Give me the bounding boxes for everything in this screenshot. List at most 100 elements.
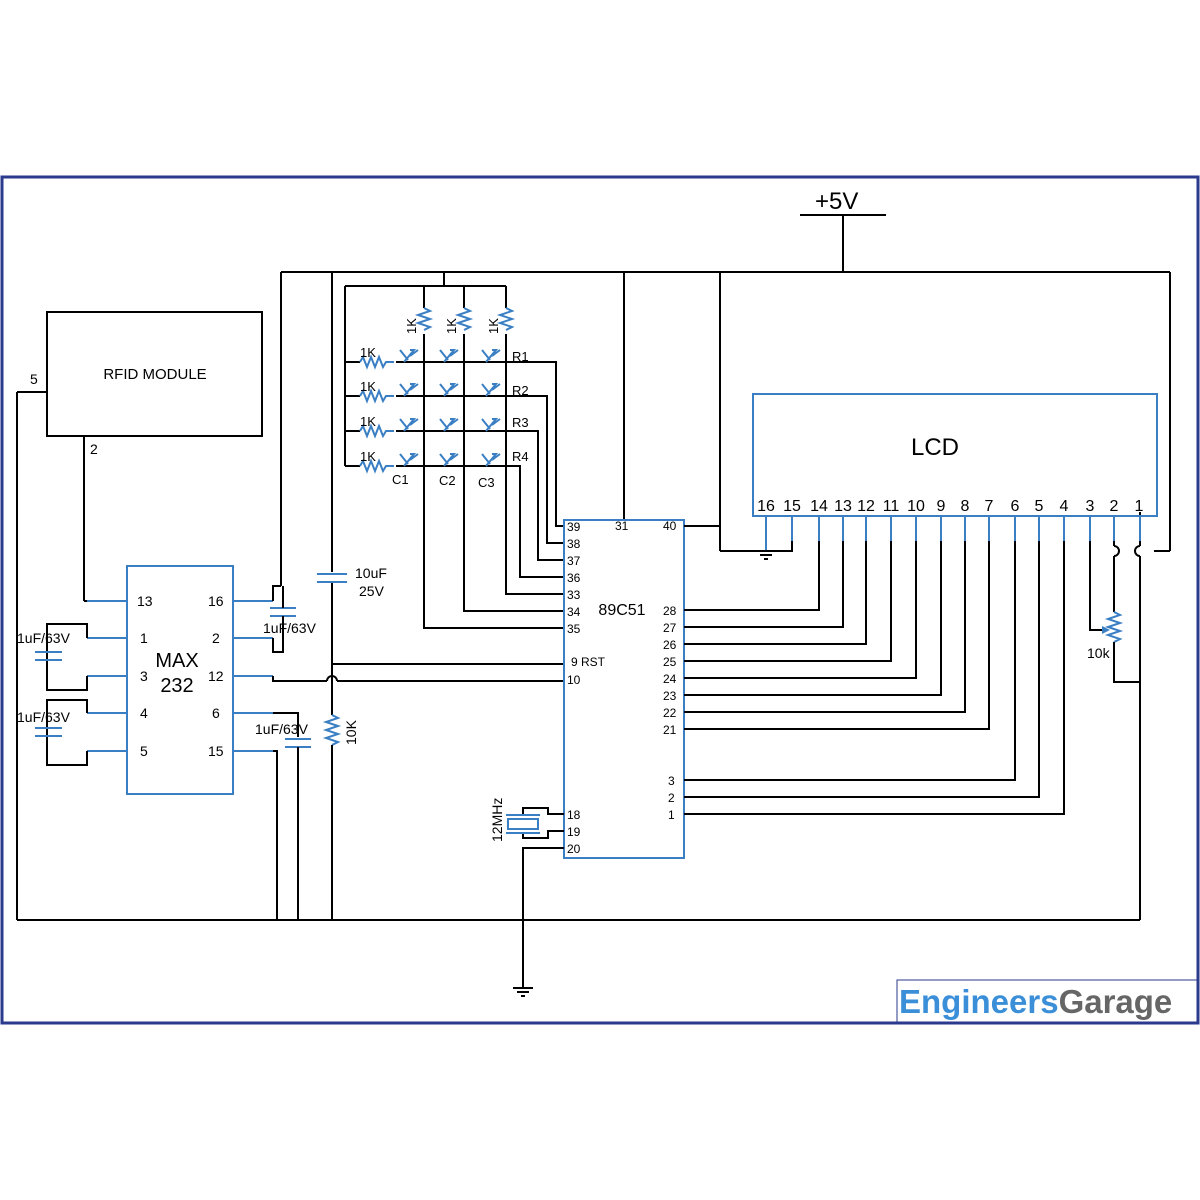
svg-text:12: 12 xyxy=(208,668,224,684)
row-label: R1 xyxy=(512,349,529,364)
svg-text:4: 4 xyxy=(140,705,148,721)
col-label: C3 xyxy=(478,475,495,490)
keypad-row-resistors: 1K 1K 1K 1K xyxy=(359,345,394,474)
svg-text:2: 2 xyxy=(90,441,98,457)
svg-text:27: 27 xyxy=(663,621,677,635)
svg-text:5: 5 xyxy=(1035,498,1044,515)
svg-text:MAX: MAX xyxy=(155,650,198,672)
contrast-pot: 10k xyxy=(1087,541,1140,683)
vcc-rail xyxy=(280,271,1171,715)
svg-text:1K: 1K xyxy=(444,318,459,334)
svg-text:15: 15 xyxy=(208,743,224,759)
svg-text:3: 3 xyxy=(668,774,675,788)
svg-text:10K: 10K xyxy=(343,719,359,745)
svg-text:28: 28 xyxy=(663,604,677,618)
svg-text:10: 10 xyxy=(907,498,925,515)
svg-text:1K: 1K xyxy=(360,414,376,429)
svg-text:EngineersGarage: EngineersGarage xyxy=(899,983,1172,1020)
svg-text:34: 34 xyxy=(567,605,581,619)
svg-text:2: 2 xyxy=(212,630,220,646)
col-label: C1 xyxy=(392,472,409,487)
svg-text:37: 37 xyxy=(567,554,581,568)
svg-text:19: 19 xyxy=(567,825,581,839)
svg-text:8: 8 xyxy=(961,498,970,515)
mcu-89c51: 89C51 39 38 37 36 33 34 35 9 RST 10 18 1… xyxy=(563,519,720,859)
svg-text:10: 10 xyxy=(567,673,581,687)
svg-text:12MHz: 12MHz xyxy=(489,798,505,842)
svg-text:13: 13 xyxy=(834,498,852,515)
brand-part2: Garage xyxy=(1059,983,1173,1020)
svg-text:4: 4 xyxy=(1060,498,1069,515)
svg-text:26: 26 xyxy=(663,638,677,652)
supply-5v: +5V xyxy=(800,188,886,272)
keypad-pullups: 1K 1K 1K xyxy=(344,285,516,467)
svg-text:38: 38 xyxy=(567,537,581,551)
svg-text:40: 40 xyxy=(663,519,677,533)
lcd-label: LCD xyxy=(911,434,959,461)
supply-label: +5V xyxy=(815,188,858,215)
svg-text:14: 14 xyxy=(810,498,828,515)
svg-text:3: 3 xyxy=(1086,498,1095,515)
svg-text:9 RST: 9 RST xyxy=(571,655,606,669)
max232-right-wiring: 1uF/63V 1uF/63V xyxy=(255,585,564,920)
max232-chip: MAX 232 13 1 3 4 5 16 2 12 6 15 xyxy=(87,565,273,795)
svg-text:20: 20 xyxy=(567,842,581,856)
svg-text:23: 23 xyxy=(663,689,677,703)
svg-text:33: 33 xyxy=(567,588,581,602)
svg-text:10k: 10k xyxy=(1087,645,1111,661)
svg-text:1uF/63V: 1uF/63V xyxy=(255,721,309,737)
svg-text:1uF/63V: 1uF/63V xyxy=(17,630,71,646)
svg-text:5: 5 xyxy=(30,371,38,387)
svg-text:15: 15 xyxy=(783,498,801,515)
svg-text:25V: 25V xyxy=(359,583,385,599)
svg-text:13: 13 xyxy=(137,593,153,609)
svg-text:31: 31 xyxy=(615,519,629,533)
brand-logo: EngineersGarage xyxy=(896,979,1198,1023)
reset-network: 10uF 25V 10K xyxy=(317,565,564,920)
row-label: R2 xyxy=(512,383,529,398)
svg-text:6: 6 xyxy=(1011,498,1020,515)
svg-text:1K: 1K xyxy=(360,449,376,464)
svg-text:1uF/63V: 1uF/63V xyxy=(17,709,71,725)
rfid-label: RFID MODULE xyxy=(103,366,206,383)
svg-text:16: 16 xyxy=(757,498,775,515)
keypad-matrix: R1 R2 R3 R4 C1 C2 C3 xyxy=(392,348,529,490)
svg-text:1K: 1K xyxy=(360,345,376,360)
keypad-mcu-wiring xyxy=(423,361,564,629)
col-label: C2 xyxy=(439,473,456,488)
svg-text:2: 2 xyxy=(1110,498,1119,515)
svg-text:6: 6 xyxy=(212,705,220,721)
svg-text:1K: 1K xyxy=(360,379,376,394)
frame xyxy=(0,175,1200,1025)
svg-text:5: 5 xyxy=(140,743,148,759)
svg-text:16: 16 xyxy=(208,593,224,609)
svg-text:36: 36 xyxy=(567,571,581,585)
svg-text:232: 232 xyxy=(160,675,193,697)
row-label: R4 xyxy=(512,449,529,464)
svg-text:35: 35 xyxy=(567,622,581,636)
svg-text:1uF/63V: 1uF/63V xyxy=(263,620,317,636)
crystal-12mhz: 12MHz xyxy=(489,798,564,997)
svg-text:1K: 1K xyxy=(404,318,419,334)
svg-text:24: 24 xyxy=(663,672,677,686)
svg-text:10uF: 10uF xyxy=(355,565,387,581)
svg-text:2: 2 xyxy=(668,791,675,805)
svg-text:25: 25 xyxy=(663,655,677,669)
svg-text:21: 21 xyxy=(663,723,677,737)
svg-text:18: 18 xyxy=(567,808,581,822)
brand-part1: Engineers xyxy=(899,983,1059,1020)
svg-text:11: 11 xyxy=(883,498,900,515)
mcu-label: 89C51 xyxy=(598,602,645,619)
svg-text:3: 3 xyxy=(140,668,148,684)
lcd-display: LCD 16 15 14 13 12 11 10 9 8 7 6 5 4 3 2… xyxy=(752,393,1158,560)
svg-text:22: 22 xyxy=(663,706,677,720)
rfid-module: RFID MODULE 5 2 xyxy=(16,311,263,920)
svg-text:1: 1 xyxy=(140,630,148,646)
row-label: R3 xyxy=(512,415,529,430)
svg-text:7: 7 xyxy=(985,498,994,515)
svg-text:1K: 1K xyxy=(486,318,501,334)
svg-text:9: 9 xyxy=(937,498,946,515)
max232-left-caps: 1uF/63V 1uF/63V xyxy=(17,623,88,766)
lcd-mcu-wiring xyxy=(684,541,1065,815)
svg-text:1: 1 xyxy=(668,808,675,822)
